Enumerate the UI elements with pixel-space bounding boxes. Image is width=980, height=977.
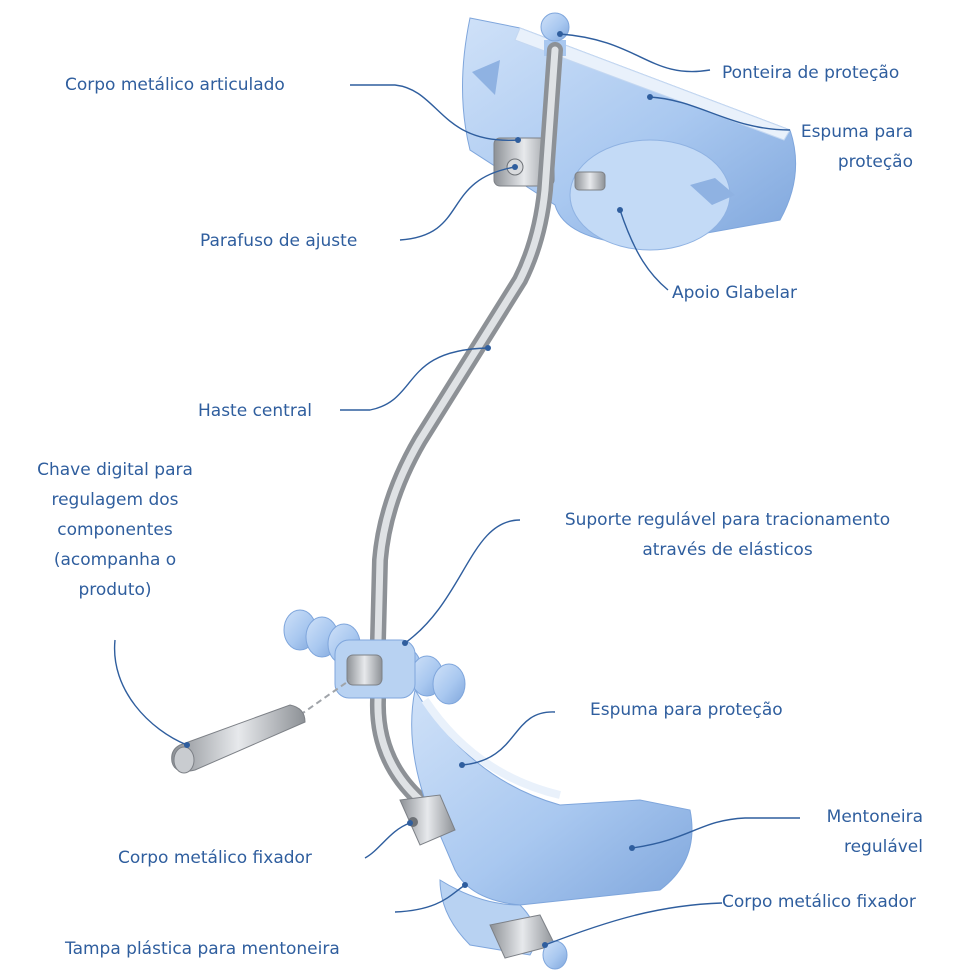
- label-chin-cup-line2: regulável: [790, 832, 923, 862]
- label-chin-cup: Mentoneira regulável: [790, 802, 923, 862]
- label-mid-foam: Espuma para proteção: [590, 695, 783, 725]
- label-digital-key-line2: regulagem dos: [0, 485, 230, 515]
- label-central-rod: Haste central: [198, 396, 312, 426]
- label-plastic-cover: Tampa plástica para mentoneira: [65, 934, 340, 964]
- label-top-foam: Espuma para proteção: [770, 117, 913, 177]
- label-traction-support-line2: através de elásticos: [520, 535, 935, 565]
- label-digital-key-line5: produto): [0, 575, 230, 605]
- right-fixing-metal-body: [490, 915, 567, 969]
- label-protective-tip: Ponteira de proteção: [722, 58, 899, 88]
- glabellar-support: [463, 18, 796, 250]
- leader-fixador-left: [365, 823, 410, 858]
- digital-key: [172, 680, 350, 773]
- label-left-fixing-body: Corpo metálico fixador: [118, 843, 312, 873]
- label-glabellar-support: Apoio Glabelar: [672, 278, 797, 308]
- label-traction-support-line1: Suporte regulável para tracionamento: [520, 505, 935, 535]
- label-digital-key-line4: (acompanha o: [0, 545, 230, 575]
- leader-fixador-right: [545, 903, 722, 945]
- label-right-fixing-body: Corpo metálico fixador: [722, 887, 916, 917]
- label-digital-key-line3: componentes: [0, 515, 230, 545]
- leader-suporte: [405, 520, 520, 643]
- label-chin-cup-line1: Mentoneira: [790, 802, 923, 832]
- label-top-foam-line2: proteção: [770, 147, 913, 177]
- label-articulated-metal-body: Corpo metálico articulado: [65, 70, 285, 100]
- label-digital-key-line1: Chave digital para: [0, 455, 230, 485]
- label-top-foam-line1: Espuma para: [770, 117, 913, 147]
- label-digital-key: Chave digital para regulagem dos compone…: [0, 455, 230, 605]
- label-adjustment-screw: Parafuso de ajuste: [200, 226, 357, 256]
- leader-chave: [115, 640, 187, 745]
- label-traction-support: Suporte regulável para tracionamento atr…: [520, 505, 935, 565]
